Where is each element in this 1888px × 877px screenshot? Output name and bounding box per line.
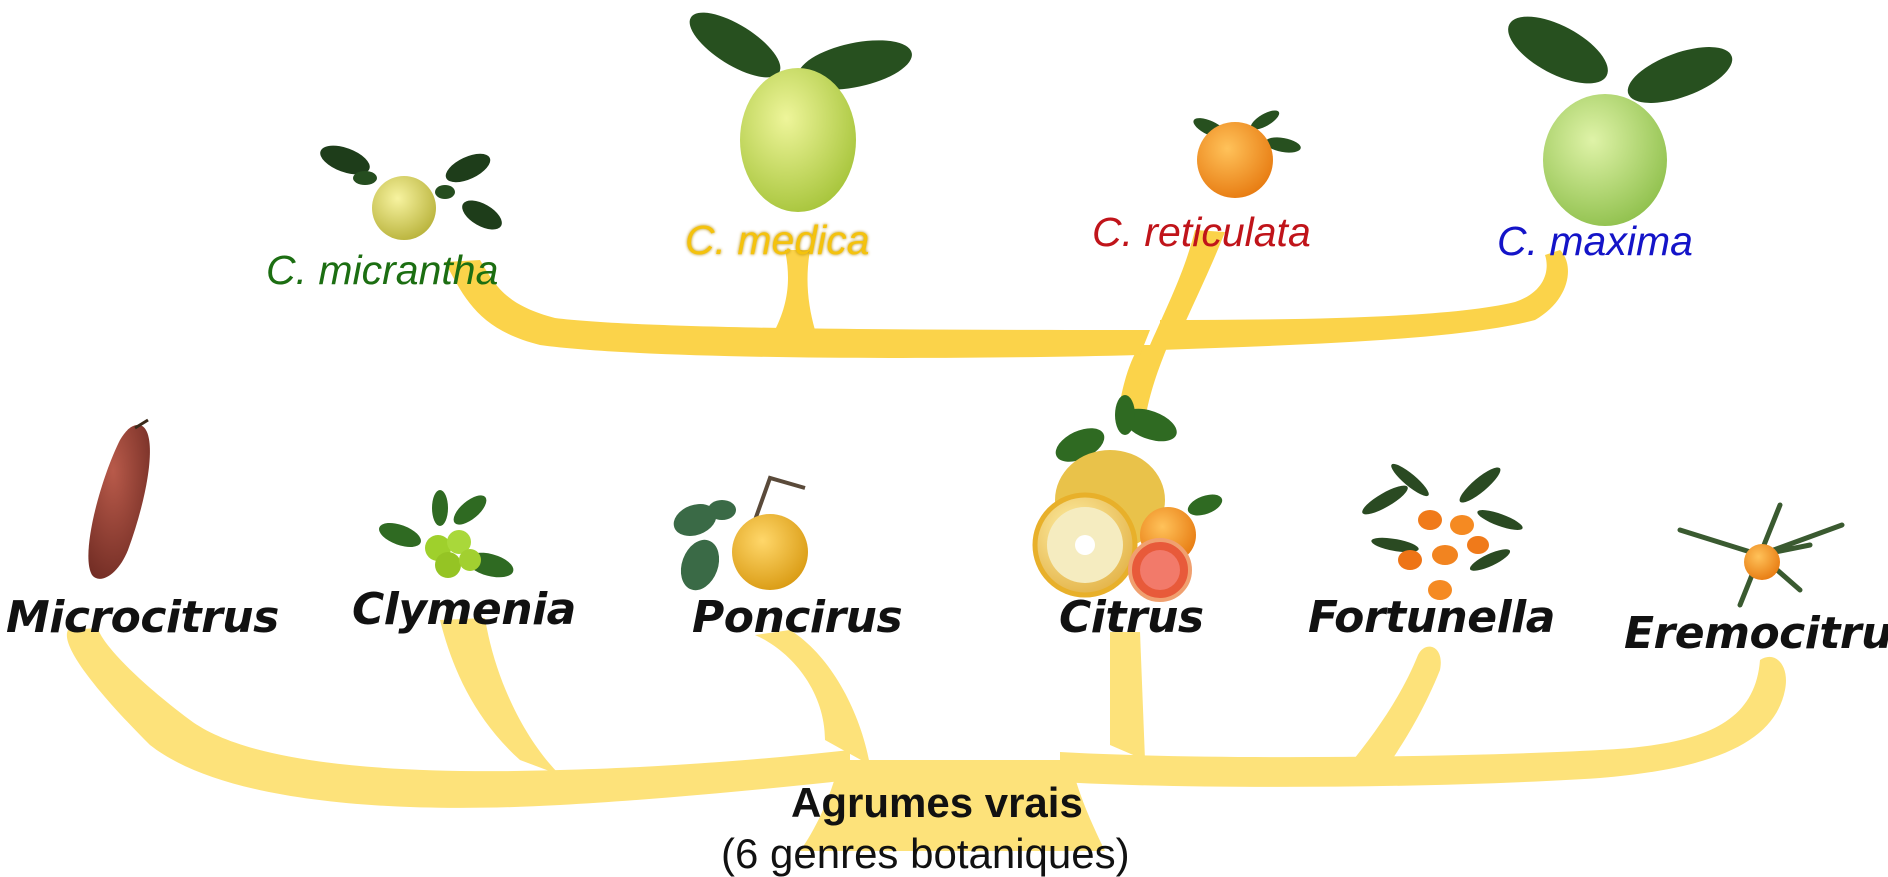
- main-trunk: [800, 760, 1105, 851]
- genus-label-microcitrus: Microcitrus: [6, 592, 279, 643]
- root-subtitle: (6 genres botaniques): [721, 830, 1130, 877]
- branch-clymenia: [440, 618, 560, 775]
- branch-micrantha: [445, 260, 1150, 358]
- species-tree-branches: [445, 230, 1568, 420]
- citrus-fruits-icon: [1032, 395, 1223, 602]
- branch-fortunella: [1345, 646, 1441, 770]
- branch-microcitrus: [66, 628, 850, 808]
- branch-citrus: [1110, 632, 1145, 760]
- genera-tree-branches: [66, 618, 1786, 851]
- species-label-reticulata: C. reticulata: [1092, 209, 1311, 255]
- phylogeny-tree: [66, 12, 1845, 851]
- branch-maxima: [1160, 250, 1568, 350]
- clymenia-fruit-icon: [379, 490, 514, 578]
- citrus-phylogeny-diagram: C. micrantha C. medica C. reticulata C. …: [6, 12, 1888, 875]
- trifoliate-orange-icon: [673, 475, 808, 591]
- species-label-micrantha: C. micrantha: [266, 247, 499, 293]
- citron-fruit-icon: [689, 12, 912, 212]
- branch-medica: [775, 250, 815, 330]
- species-label-maxima: C. maxima: [1497, 218, 1693, 264]
- genus-label-eremocitrus: Eremocitrus: [1624, 608, 1888, 659]
- micrantha-fruit-icon: [320, 145, 502, 240]
- genus-label-poncirus: Poncirus: [692, 592, 903, 643]
- species-label-medica: C. medica: [685, 217, 870, 263]
- mandarin-fruit-icon: [1193, 110, 1301, 198]
- finger-lime-fruit-icon: [88, 418, 150, 579]
- genus-label-clymenia: Clymenia: [352, 584, 576, 635]
- desert-lime-icon: [1677, 502, 1845, 608]
- genus-label-fortunella: Fortunella: [1308, 592, 1555, 643]
- branch-poncirus: [755, 630, 870, 765]
- branch-eremocitrus: [1060, 656, 1786, 787]
- genus-label-citrus: Citrus: [1059, 592, 1204, 643]
- kumquat-branch-icon: [1362, 463, 1523, 600]
- root-title: Agrumes vrais: [791, 779, 1083, 826]
- branch-reticulata: [1150, 230, 1225, 345]
- pomelo-fruit-icon: [1508, 16, 1733, 226]
